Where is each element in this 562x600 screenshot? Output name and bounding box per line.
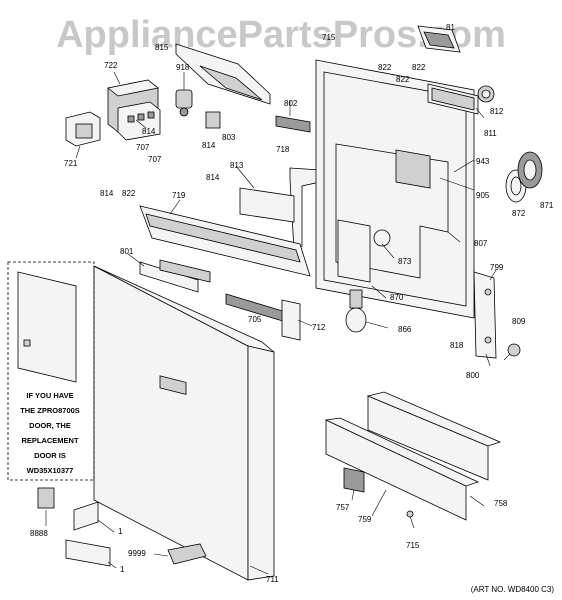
label-757: 757 [336,503,350,512]
part-labels: 715 815 81 722 918 814 707 707 721 814 8… [30,23,554,584]
label-822-b: 822 [378,63,392,72]
label-813: 813 [230,161,244,170]
art-number: (ART NO. WD8400 C3) [470,585,554,594]
label-800: 800 [466,371,480,380]
replacement-door-outline [7,261,95,481]
part-719-panel[interactable] [139,205,311,277]
part-712[interactable] [281,299,301,341]
label-822-d: 822 [412,63,426,72]
label-943: 943 [476,157,490,166]
part-870[interactable] [337,219,391,283]
label-809: 809 [512,317,526,326]
label-1-b: 1 [120,565,125,574]
label-1-a: 1 [118,527,123,536]
leader-lines [45,71,497,575]
part-813-panel[interactable] [239,187,295,223]
label-9999: 9999 [128,549,146,558]
label-918: 918 [176,63,190,72]
label-818: 818 [450,341,464,350]
label-711: 711 [266,575,279,584]
part-759[interactable] [324,417,480,521]
label-799: 799 [490,263,504,272]
label-807: 807 [474,239,488,248]
part-812[interactable] [477,85,495,103]
note-line: REPLACEMENT [21,436,79,445]
part-871-gear[interactable] [517,151,543,189]
part-918[interactable] [175,89,193,117]
label-718: 718 [276,145,290,154]
label-812: 812 [490,107,504,116]
part-711-door[interactable] [93,265,275,581]
label-822-a: 822 [122,189,136,198]
label-721: 721 [64,159,78,168]
label-712: 712 [312,323,326,332]
part-815-board[interactable] [175,43,271,105]
label-814-b: 814 [100,189,114,198]
part-1-label-a[interactable] [73,501,99,531]
part-866[interactable] [345,289,367,333]
part-809[interactable] [503,343,521,361]
label-815: 815 [155,43,169,52]
note-line: DOOR, THE [29,421,71,430]
part-757[interactable] [343,467,365,493]
part-801-strip[interactable] [139,259,211,293]
part-8888[interactable] [37,487,55,509]
label-814-d: 814 [206,173,220,182]
part-722-housing[interactable] [107,79,161,141]
label-722: 722 [104,61,118,70]
label-814-a: 814 [142,127,156,136]
label-873: 873 [398,257,412,266]
label-814-c: 814 [202,141,216,150]
label-707-a: 707 [136,143,150,152]
label-715-top: 715 [322,33,336,42]
part-800-hinge[interactable] [473,271,497,359]
part-715-screw[interactable] [406,510,415,529]
part-9999[interactable] [167,543,207,565]
note-line: IF YOU HAVE [26,391,74,400]
label-822-c: 822 [396,75,410,84]
note-line: THE ZPRO8700S [20,406,80,415]
label-758: 758 [494,499,508,508]
part-811[interactable] [427,83,479,115]
label-870: 870 [390,293,404,302]
label-905: 905 [476,191,490,200]
label-801: 801 [120,247,134,256]
label-803: 803 [222,133,236,142]
label-871: 871 [540,201,554,210]
label-8888: 8888 [30,529,48,538]
part-802[interactable] [275,115,311,133]
label-802: 802 [284,99,298,108]
part-718[interactable] [289,167,321,251]
label-811: 811 [484,129,497,138]
label-715-bottom: 715 [406,541,420,550]
label-866: 866 [398,325,412,334]
label-81: 81 [446,23,455,32]
part-1-label-b[interactable] [65,539,111,567]
label-705: 705 [248,315,262,324]
note-line: DOOR IS [34,451,66,460]
label-719: 719 [172,191,186,200]
label-707-b: 707 [148,155,162,164]
part-803[interactable] [205,111,221,129]
note-line: WD35X10377 [26,466,74,475]
label-872: 872 [512,209,526,218]
part-81[interactable] [417,25,461,53]
part-758[interactable] [366,391,502,481]
replacement-door-note: IF YOU HAVE THE ZPRO8700S DOOR, THE REPL… [10,388,90,478]
label-759: 759 [358,515,372,524]
part-721[interactable] [65,111,101,147]
